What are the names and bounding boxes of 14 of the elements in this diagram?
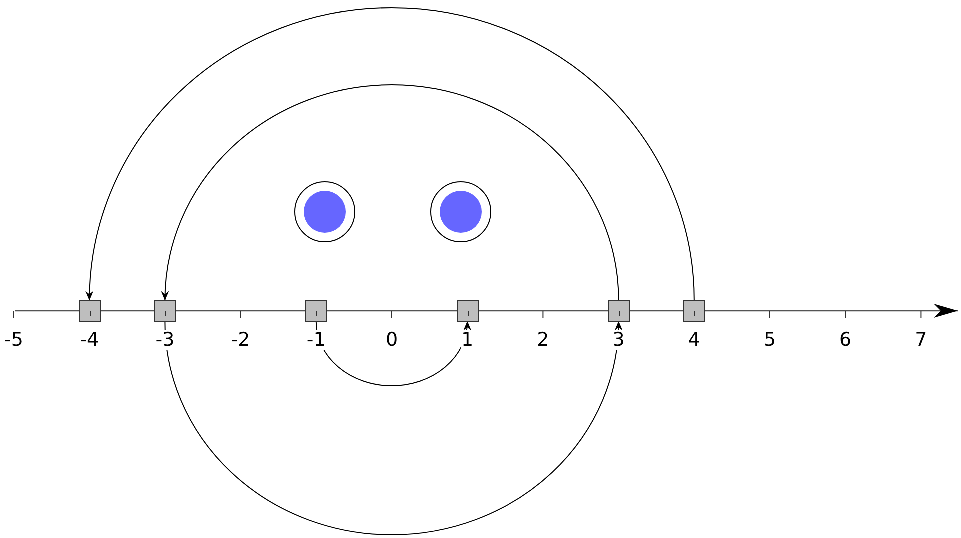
- jump-arrow: [162, 84, 620, 301]
- jump-arrow: [164, 321, 622, 536]
- marker-box: [683, 300, 706, 322]
- marker-box: [78, 300, 101, 322]
- marker-box: [608, 300, 630, 322]
- tick-label: 1: [460, 330, 475, 350]
- marker-box: [456, 300, 479, 322]
- jump-arrow: [316, 321, 471, 386]
- marker-box: [154, 300, 176, 322]
- tick-label: -3: [154, 330, 176, 350]
- jump-arrow: [86, 8, 695, 301]
- marker-box: [305, 300, 328, 322]
- tick-label: -1: [306, 330, 327, 350]
- tick-label: 3: [612, 330, 626, 350]
